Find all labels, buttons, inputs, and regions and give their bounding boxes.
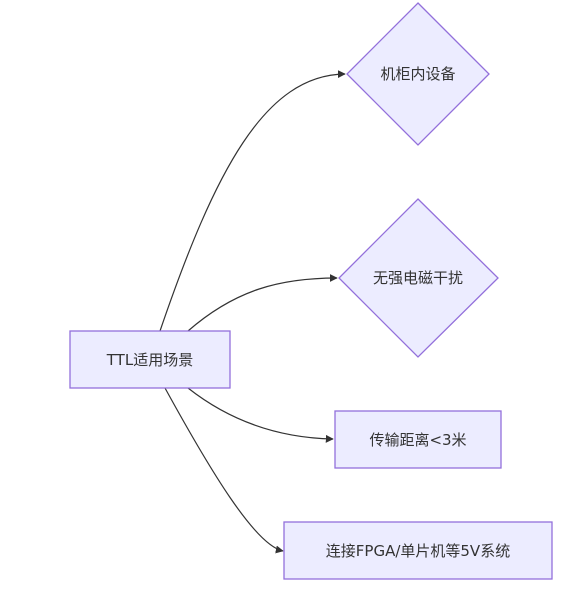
node-fpga-mcu-label: 连接FPGA/单片机等5V系统 (326, 542, 510, 560)
node-fpga-mcu: 连接FPGA/单片机等5V系统 (283, 521, 553, 580)
node-no-strong-emi: 无强电磁干扰 (338, 198, 499, 358)
node-cabinet-equipment: 机柜内设备 (346, 2, 490, 146)
edge-root-to-no-emi (187, 274, 338, 332)
node-cabinet-equipment-label: 机柜内设备 (380, 65, 455, 83)
edge-root-to-distance (187, 387, 334, 443)
edge-root-to-fpga (164, 387, 284, 554)
node-no-strong-emi-label: 无强电磁干扰 (373, 269, 463, 287)
node-ttl-scenarios-label: TTL适用场景 (106, 351, 193, 369)
node-distance-limit: 传输距离<3米 (334, 410, 502, 469)
node-distance-limit-label: 传输距离<3米 (369, 431, 466, 449)
edge-root-to-cabinet (159, 70, 346, 332)
node-ttl-scenarios: TTL适用场景 (69, 330, 231, 389)
